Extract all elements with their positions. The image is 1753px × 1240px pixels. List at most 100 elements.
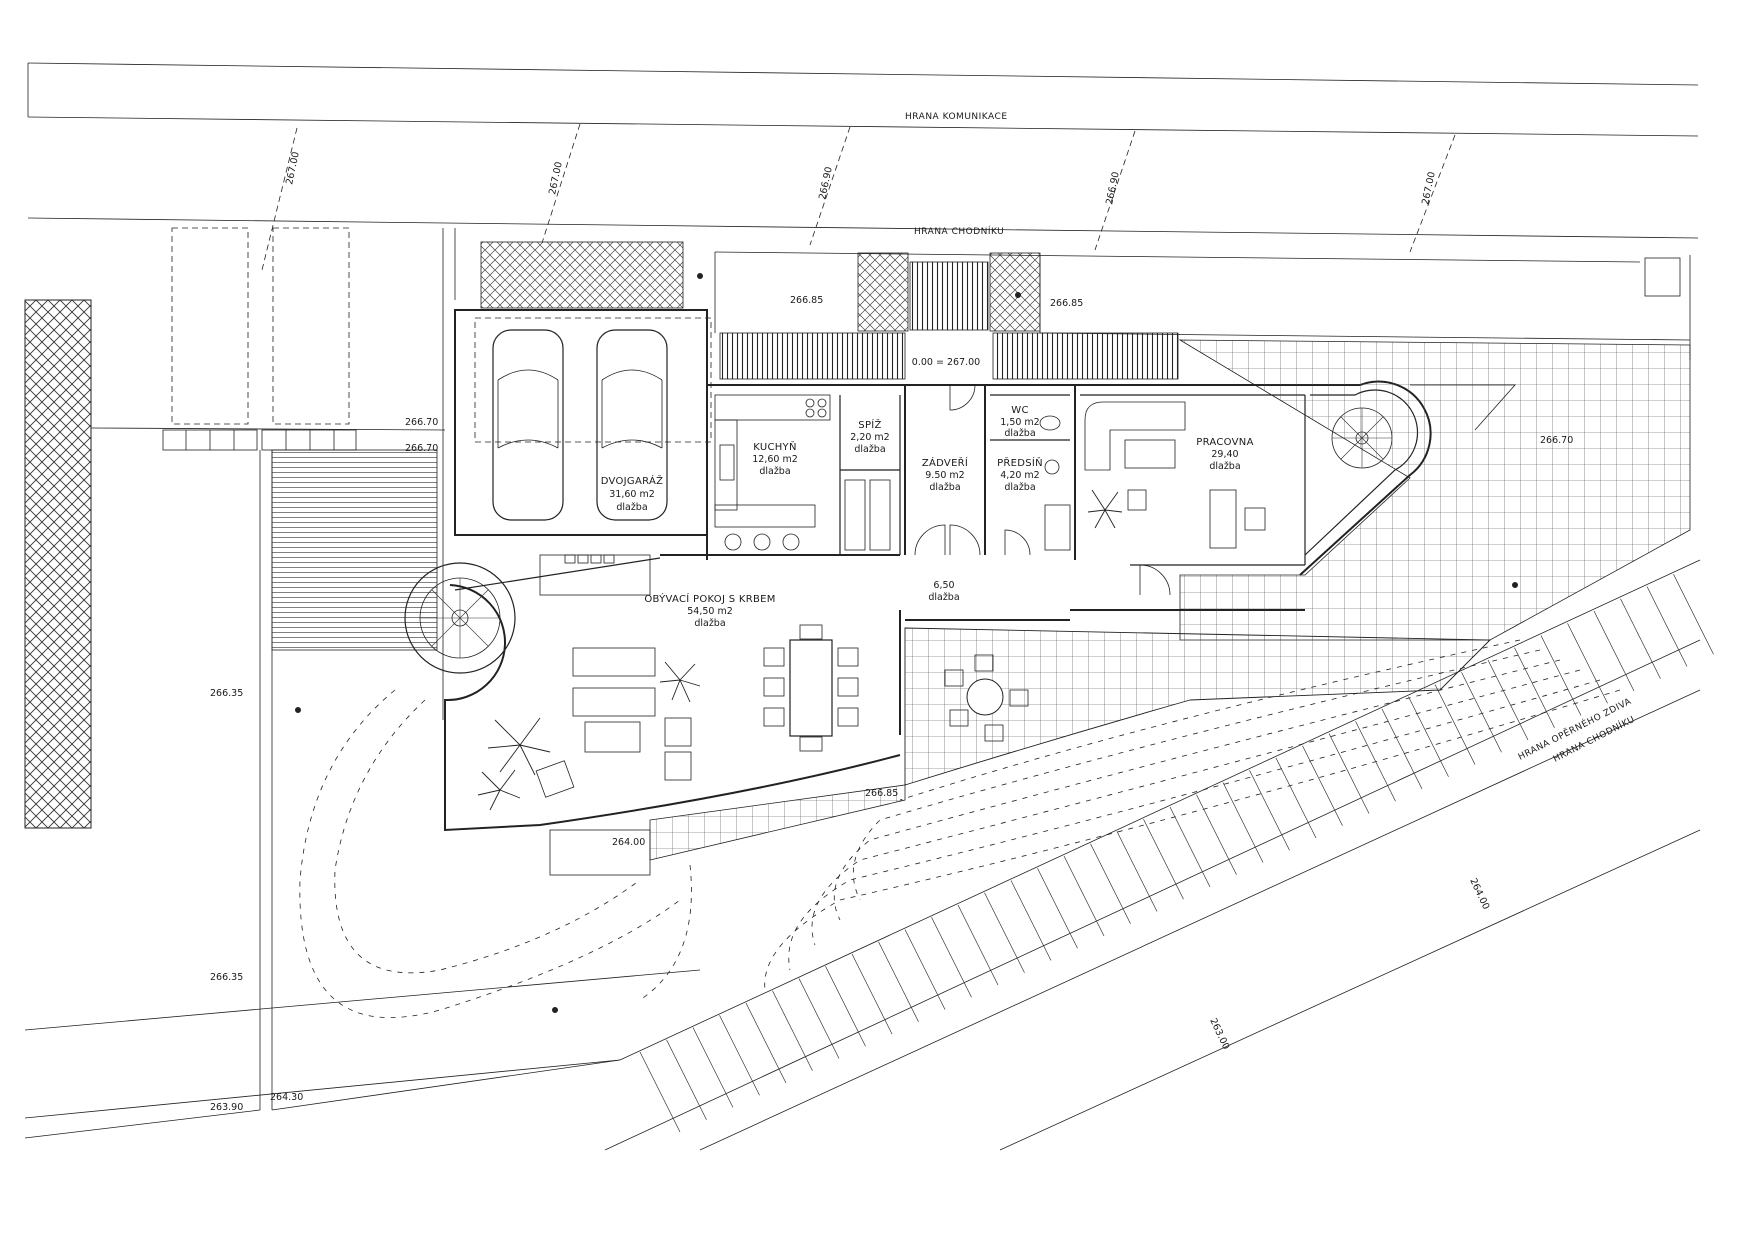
embankment-hatch [1328, 733, 1370, 814]
hall-floor: dlažba [1004, 482, 1035, 493]
embankment-hatch [851, 953, 893, 1035]
terraced-steps [271, 449, 438, 651]
vestibule-name: ZÁDVEŘÍ [922, 456, 968, 469]
embankment-hatch [1355, 721, 1396, 802]
vestibule: ZÁDVEŘÍ 9.50 m2 dlažba [914, 384, 981, 556]
hall: PŘEDSÍŇ 4,20 m2 dlažba [997, 456, 1071, 556]
embankment-hatch [1673, 574, 1714, 655]
elevation-266-70-b: 266.70 [405, 443, 438, 454]
study-floor: dlažba [1209, 461, 1240, 472]
embankment-hatch [692, 1027, 734, 1108]
paving-entrance-right [989, 252, 1041, 332]
embankment-hatch [878, 941, 919, 1022]
front-fence [714, 251, 1691, 360]
embankment-hatch [931, 917, 972, 998]
striped-strip-right [992, 332, 1179, 380]
embankment-hatch [1567, 623, 1608, 704]
embankment-hatch [1090, 843, 1131, 924]
embankment-hatch [1143, 819, 1184, 900]
embankment-hatch [1381, 708, 1423, 790]
wc: WC 1,50 m2 dlažba [1000, 405, 1061, 475]
embankment-hatch [825, 966, 866, 1047]
embankment-hatch [1434, 684, 1476, 765]
car-right [596, 329, 668, 521]
plot-boundaries [24, 228, 701, 1139]
double-garage: DVOJGARÁŽ 31,60 m2 dlažba [454, 309, 712, 536]
terrace-grid [904, 627, 1492, 786]
embankment-hatch [1196, 794, 1237, 875]
embankment-hatch [1514, 647, 1555, 728]
embankment-hatch [904, 929, 946, 1010]
garage-floor: dlažba [616, 502, 647, 513]
sidewalk-edge-label: HRANA CHODNÍKU [914, 225, 1004, 237]
kitchen-floor: dlažba [759, 466, 790, 477]
garden-path-outer [299, 689, 681, 1018]
embankment-hatch [1487, 659, 1529, 741]
embankment-hatch [1461, 672, 1502, 753]
road-edge-label: HRANA KOMUNIKACE [905, 112, 1008, 122]
embankment-hatch [1302, 745, 1343, 826]
embankment-hatch [957, 904, 999, 986]
elevation-266-35-a: 266.35 [210, 688, 243, 699]
embankment-hatch [1408, 696, 1449, 777]
contour-label-3: 266.90 [817, 166, 835, 201]
garage-name: DVOJGARÁŽ [601, 474, 664, 487]
terrace-table [944, 654, 1029, 742]
elevation-266-70-c: 266.70 [1540, 435, 1573, 446]
embankment-hatch [1275, 757, 1317, 839]
embankment-hatch [1116, 831, 1158, 912]
embankment-hatch [1593, 610, 1635, 692]
embankment-hatch [1037, 868, 1078, 949]
elevation-266-70-a: 266.70 [405, 417, 438, 428]
kitchen-area: 12,60 m2 [752, 454, 798, 465]
road-contours: 267.00 267.00 266.90 266.90 267.00 [261, 123, 1456, 271]
contour-label-2: 267.00 [547, 161, 565, 196]
embankment-hatch [745, 1002, 787, 1084]
elevation-263-90: 263.90 [210, 1102, 243, 1113]
living-room-name: OBÝVACÍ POKOJ S KRBEM [644, 592, 775, 605]
study-area: 29,40 [1211, 449, 1238, 460]
parking-spaces [90, 227, 446, 451]
elevation-264-00-a: 264.00 [612, 837, 645, 848]
living-room-area: 54,50 m2 [687, 606, 733, 617]
car-left [492, 329, 564, 521]
embankment-hatch [639, 1051, 681, 1133]
hall-area: 4,20 m2 [1000, 470, 1039, 481]
garage-area: 31,60 m2 [609, 489, 655, 500]
living-room-floor: dlažba [694, 618, 725, 629]
paving-entrance-left [857, 252, 909, 332]
contour-label-4: 266.90 [1104, 171, 1122, 206]
pantry: SPÍŽ 2,20 m2 dlažba [844, 418, 891, 551]
entrance-steps [909, 261, 989, 331]
embankment-hatch [1620, 598, 1661, 679]
embankment-hatch [1222, 782, 1264, 863]
kitchen: KUCHYŇ 12,60 m2 dlažba [714, 394, 831, 551]
embankment-hatch [1646, 586, 1688, 667]
slope-lines [764, 639, 1621, 991]
embankment-hatch [1063, 855, 1105, 937]
dining-table [763, 624, 859, 752]
left-hatched-strip [24, 299, 92, 829]
embankment-hatch [666, 1039, 707, 1120]
pantry-area: 2,20 m2 [850, 432, 889, 443]
garden-path-inner [334, 699, 641, 974]
study: PRACOVNA 29,40 dlažba [1084, 401, 1266, 596]
elevation-264-30: 264.30 [270, 1092, 303, 1103]
embankment-hatch [719, 1015, 760, 1096]
living-room: OBÝVACÍ POKOJ S KRBEM 54,50 m2 dlažba 6,… [404, 554, 960, 832]
elevation-266-85-b: 266.85 [1050, 298, 1083, 309]
embankment-hatch [984, 892, 1025, 973]
spiral-stair-left [404, 562, 516, 674]
elevation-266-85-c: 266.85 [865, 788, 898, 799]
wc-floor: dlažba [1004, 428, 1035, 439]
elevation-266-85-a: 266.85 [790, 295, 823, 306]
road-edges: HRANA KOMUNIKACE HRANA CHODNÍKU [27, 62, 1699, 239]
embankment-hatch [1169, 806, 1211, 888]
contour-label-5: 267.00 [1420, 171, 1438, 206]
vestibule-area: 9.50 m2 [925, 470, 964, 481]
elevation-264-00-b: 264.00 [1467, 877, 1491, 912]
elevation-263-00: 263.00 [1207, 1017, 1231, 1052]
terrace-floor: dlažba [928, 592, 959, 603]
embankment-hatch [772, 990, 813, 1071]
